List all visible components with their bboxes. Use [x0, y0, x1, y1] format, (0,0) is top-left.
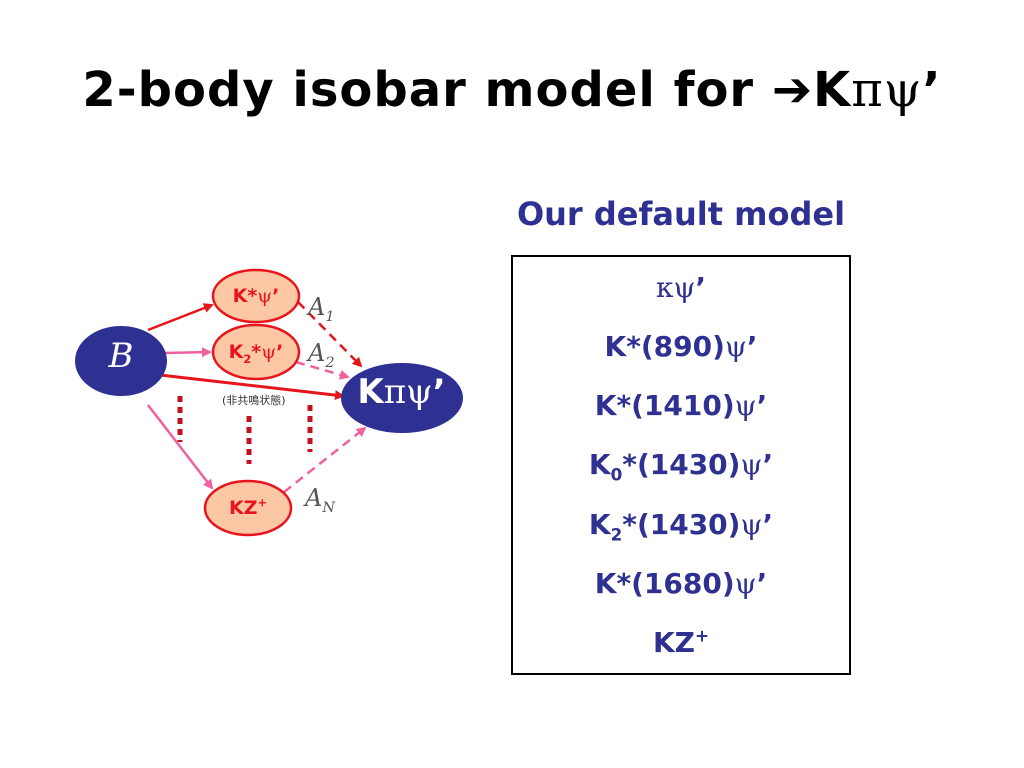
- b-node-label: B: [108, 336, 134, 376]
- slide-title: 2-body isobar model for ➔Kπψ’: [82, 62, 942, 118]
- arrow-kz-to-final: [283, 426, 367, 493]
- kstar-node: [211, 268, 301, 324]
- kz-node-label: KZ+: [228, 495, 268, 519]
- final-node-label: Kπψ’: [357, 372, 446, 412]
- model-item: KZ+: [652, 625, 710, 659]
- model-item: K*(1680)ψ’: [594, 567, 768, 600]
- model-item: K*(890)ψ’: [604, 330, 758, 363]
- arrow-b-to-final: [159, 373, 345, 401]
- model-item: K0*(1430)ψ’: [588, 448, 774, 485]
- model-item: K2*(1430)ψ’: [588, 508, 774, 545]
- amplitude-a2: A2: [308, 339, 335, 371]
- default-model-box: κψ’ K*(890)ψ’ K*(1410)ψ’ K0*(1430)ψ’ K2*…: [511, 255, 851, 675]
- nonresonant-note: (非共鳴状態): [222, 394, 286, 407]
- default-model-heading: Our default model: [516, 195, 846, 233]
- k2star-node: [211, 323, 301, 381]
- arrow-b-to-kz: [147, 404, 214, 490]
- final-node: [341, 363, 463, 433]
- arrow-b-to-kstar: [147, 303, 214, 332]
- amplitude-a1: A1: [308, 293, 335, 325]
- model-item: K*(1410)ψ’: [594, 389, 768, 422]
- kz-node: [203, 479, 293, 537]
- arrow-icon: ➔: [771, 62, 814, 118]
- model-item: κψ’: [655, 271, 707, 304]
- b-node: [75, 326, 167, 396]
- kstar-node-label: K*ψ’: [232, 285, 280, 307]
- amplitude-an: AN: [305, 484, 335, 516]
- arrow-k2star-to-final: [295, 360, 350, 380]
- k2star-node-label: K2*ψ’: [228, 341, 284, 366]
- arrow-b-to-k2star: [164, 347, 212, 358]
